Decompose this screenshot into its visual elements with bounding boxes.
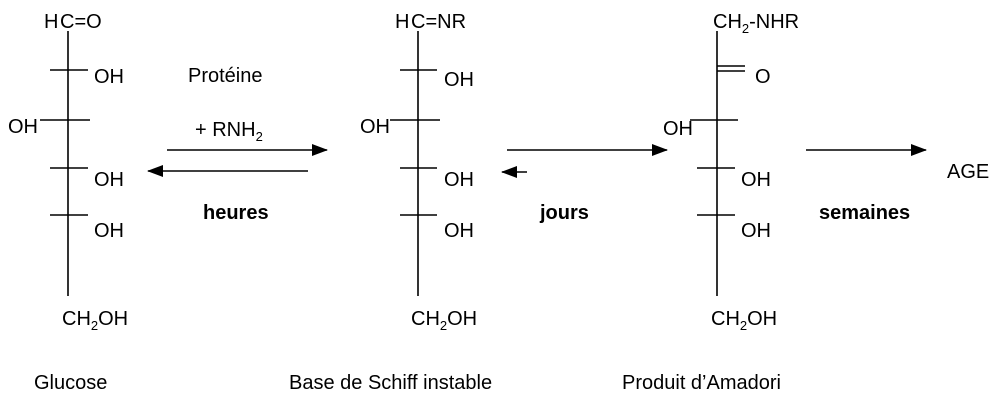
reaction-3: semaines AGE — [806, 144, 989, 224]
reaction-1: Protéine + RNH2 heures — [147, 65, 328, 224]
reaction-2: jours — [501, 144, 668, 224]
amadori-caption: Produit d’Amadori — [622, 372, 781, 394]
schiff-oh-c2: OH — [444, 69, 474, 91]
amadori-structure: CH2-NHR O OH OH OH CH2OH Produit d’Amado… — [622, 11, 799, 394]
time-days: jours — [539, 202, 589, 224]
schiff-ch2oh: CH2OH — [411, 308, 477, 333]
glucose-aldehyde: C=O — [60, 11, 102, 33]
glucose-ch2oh: CH2OH — [62, 308, 128, 333]
amadori-oh-c3: OH — [663, 118, 693, 140]
amadori-keto-o: O — [755, 66, 771, 88]
schiff-top-h: H — [395, 11, 409, 33]
reagent-amine: + RNH2 — [195, 119, 263, 144]
glucose-oh-c3: OH — [8, 116, 38, 138]
glucose-caption: Glucose — [34, 372, 107, 394]
glucose-top-h: H — [44, 11, 58, 33]
schiff-base-structure: H C=NR OH OH OH OH CH2OH Base de Schiff … — [289, 11, 492, 394]
glucose-structure: H C=O OH OH OH OH CH2OH Glucose — [8, 11, 128, 394]
schiff-oh-c5: OH — [444, 220, 474, 242]
time-hours: heures — [203, 202, 269, 224]
schiff-caption: Base de Schiff instable — [289, 372, 492, 394]
schiff-oh-c4: OH — [444, 169, 474, 191]
time-weeks: semaines — [819, 202, 910, 224]
glucose-oh-c5: OH — [94, 220, 124, 242]
product-age: AGE — [947, 161, 989, 183]
amadori-top: CH2-NHR — [713, 11, 799, 36]
schiff-imine: C=NR — [411, 11, 466, 33]
amadori-ch2oh: CH2OH — [711, 308, 777, 333]
glucose-oh-c2: OH — [94, 66, 124, 88]
reagent-protein: Protéine — [188, 65, 263, 87]
schiff-oh-c3: OH — [360, 116, 390, 138]
amadori-oh-c5: OH — [741, 220, 771, 242]
amadori-oh-c4: OH — [741, 169, 771, 191]
glucose-oh-c4: OH — [94, 169, 124, 191]
